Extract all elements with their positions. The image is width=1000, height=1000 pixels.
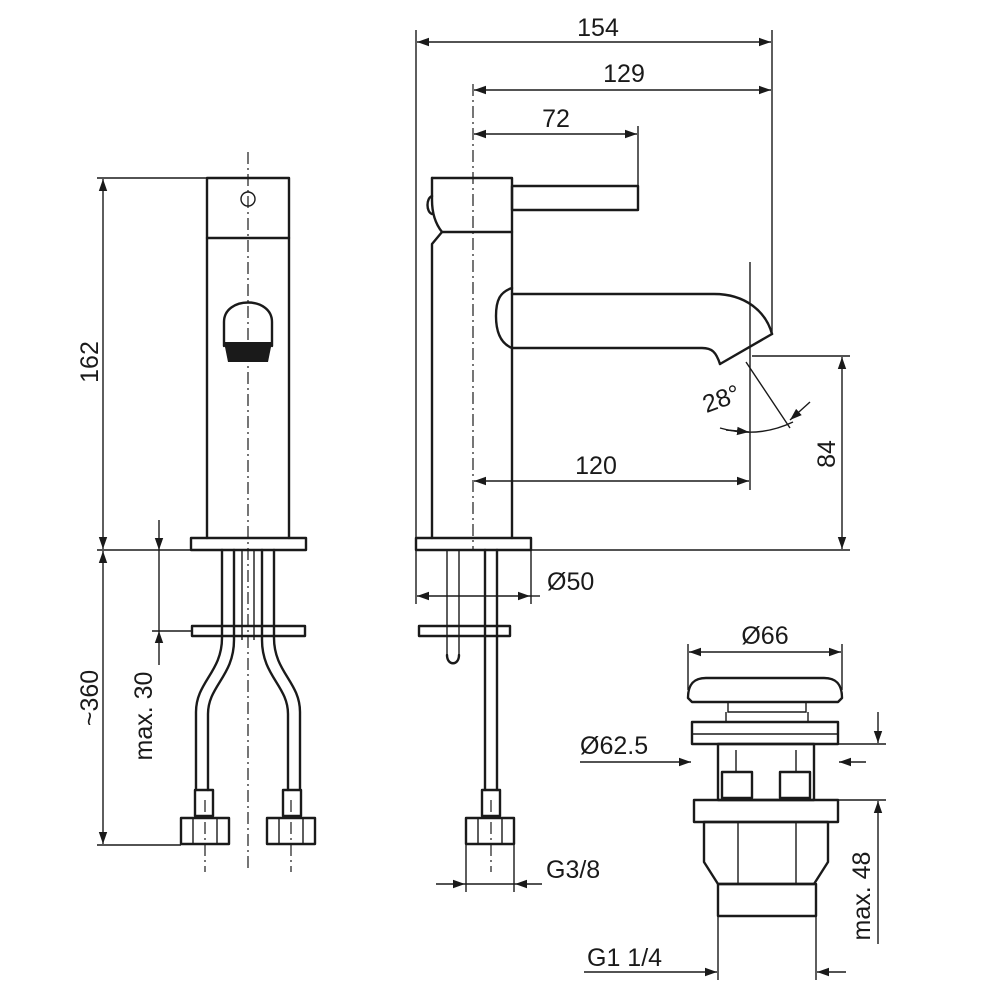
dim-width-overall: 154: [577, 14, 619, 42]
dim-width-spout: 129: [603, 60, 645, 88]
dim-waste-max-height: max. 48: [848, 852, 876, 941]
front-view: [179, 152, 317, 872]
dim-hose-length: ~360: [76, 670, 104, 726]
dim-height-body: 162: [76, 341, 104, 383]
waste-view: [686, 676, 844, 918]
dim-deck-thickness: max. 30: [130, 672, 158, 761]
dim-waste-top-diameter: Ø66: [741, 622, 788, 650]
dim-waste-flange-diameter: Ø62.5: [580, 732, 648, 760]
side-dimensions: 154 129 72 120 84 28° Ø50 G3/8: [415, 14, 850, 892]
front-dimensions: 162 ~360 max. 30: [76, 177, 207, 846]
dim-width-lever: 72: [542, 105, 570, 133]
dim-height-outlet: 84: [813, 440, 841, 468]
dim-spout-angle: 28°: [699, 379, 744, 418]
side-view: [414, 84, 774, 872]
dim-reach: 120: [575, 452, 617, 480]
waste-dimensions: Ø66 Ø62.5 max. 48 G1 1/4: [580, 622, 886, 980]
dim-base-diameter: Ø50: [547, 568, 594, 596]
dim-hose-thread: G3/8: [546, 856, 600, 884]
dim-waste-thread: G1 1/4: [587, 944, 662, 972]
